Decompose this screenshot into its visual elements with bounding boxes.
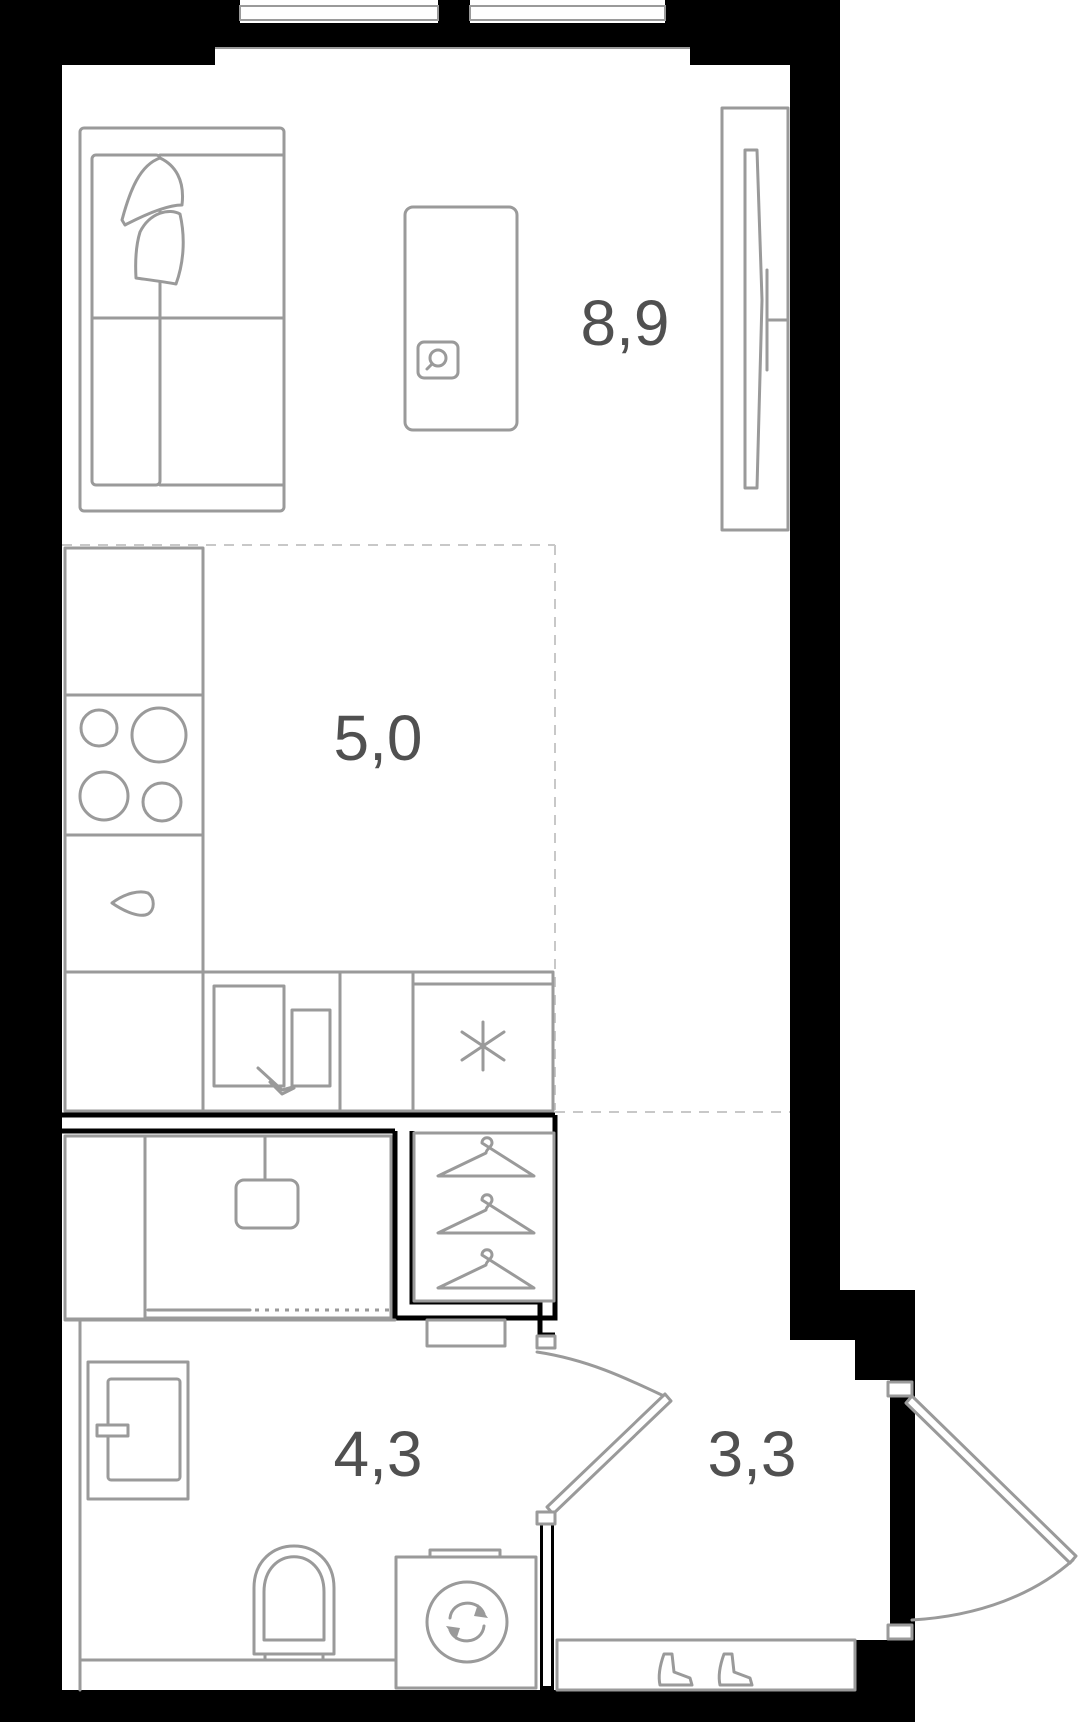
shoe-rack-icon bbox=[555, 1638, 857, 1692]
coffee-table-icon bbox=[403, 205, 519, 432]
bathroom-area-label: 4,3 bbox=[334, 1418, 423, 1490]
hood-icon bbox=[110, 890, 155, 917]
washing-machine-icon bbox=[394, 1548, 538, 1690]
door-icon bbox=[535, 1334, 1078, 1641]
sink-icon bbox=[212, 984, 332, 1096]
window-right bbox=[469, 5, 666, 21]
wardrobe-hanger-icon bbox=[436, 1136, 536, 1290]
tv-stand-icon bbox=[720, 106, 790, 532]
living-room-area-label: 8,9 bbox=[581, 287, 670, 359]
shower-icon bbox=[63, 1134, 393, 1321]
window-left bbox=[239, 5, 439, 21]
walls bbox=[0, 0, 915, 1722]
kitchen-zone-area-label: 5,0 bbox=[334, 702, 423, 774]
washbasin-icon bbox=[86, 1360, 190, 1501]
bath-walls bbox=[63, 1318, 507, 1692]
outer-wall bbox=[0, 0, 915, 1722]
stove-icon bbox=[78, 706, 188, 823]
wardrobe bbox=[412, 1131, 556, 1303]
zone-dividers bbox=[62, 544, 790, 1113]
toilet-icon bbox=[252, 1544, 336, 1662]
kitchen-counter bbox=[63, 546, 205, 1113]
fridge-icon bbox=[460, 1020, 506, 1072]
hallway-area-label: 3,3 bbox=[708, 1418, 797, 1490]
sofa-icon bbox=[78, 126, 286, 513]
